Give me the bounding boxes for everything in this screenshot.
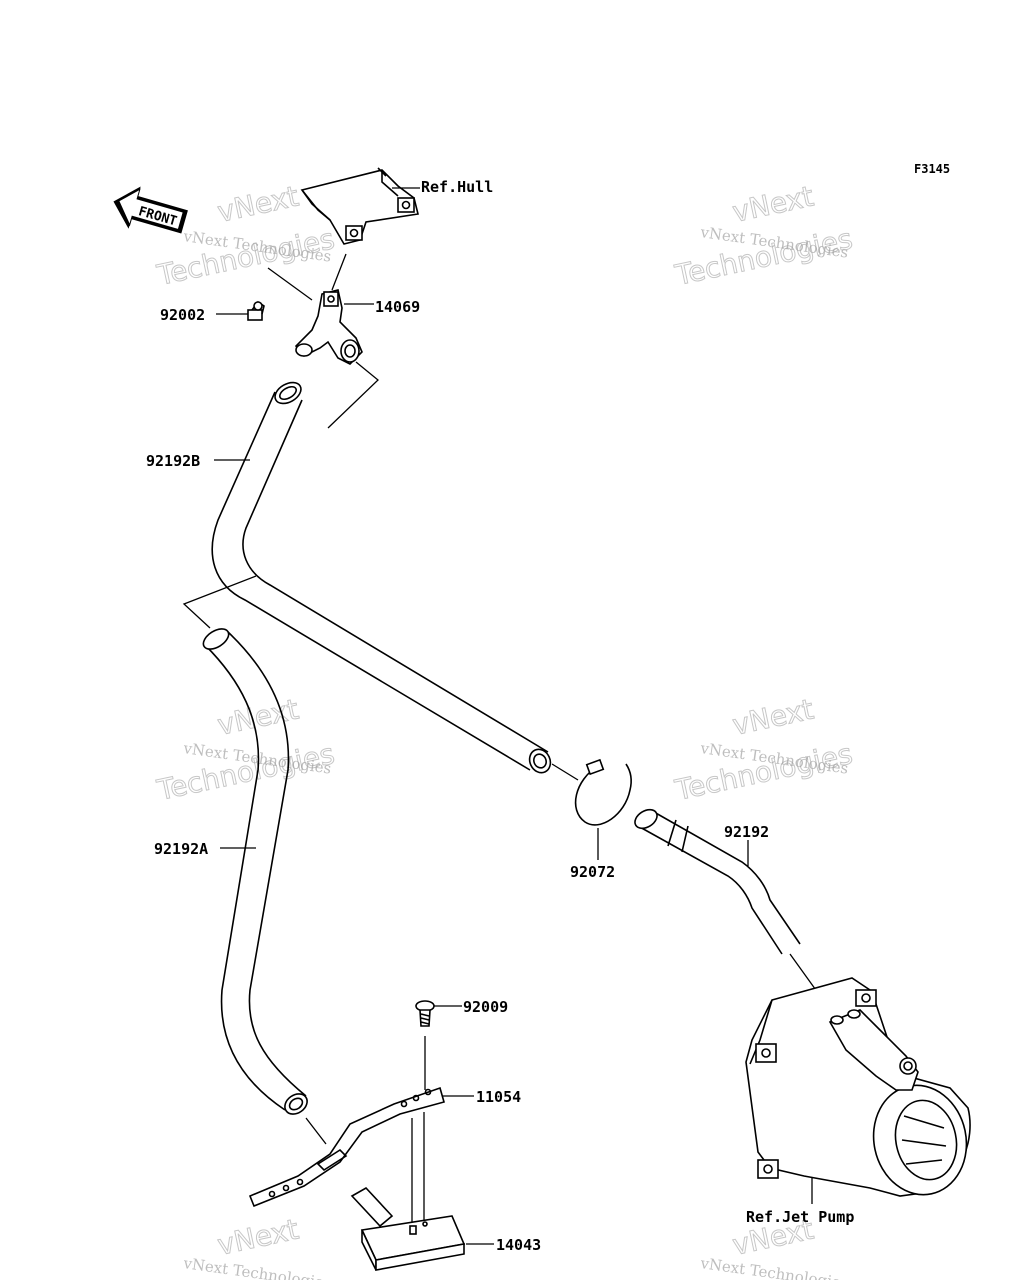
assembly-line-bracket-strainer [411,1112,425,1222]
strainer-14043 [350,1186,466,1271]
label-ref-jet-pump: Ref.Jet Pump [746,1208,854,1226]
hull-bracket [300,167,419,245]
assembly-line-hose-b [327,361,379,429]
assembly-line-clamp [551,763,579,781]
svg-text:vNext: vNext [215,693,302,742]
jet-pump [745,977,971,1197]
assembly-line-strainer [305,1117,327,1145]
watermark-mid-right: vNext Technologies vNext Technologies [671,692,856,807]
bracket-11054 [248,1086,445,1208]
label-14043: 14043 [496,1236,541,1254]
svg-text:vNext: vNext [215,180,302,229]
hose-92192A [202,628,308,1115]
label-11054: 11054 [476,1088,521,1106]
clamp-92072 [574,758,633,826]
front-arrow-icon: FRONT [113,186,188,234]
svg-text:vNext Technologies: vNext Technologies [181,1254,332,1280]
label-92192: 92192 [724,823,769,841]
svg-text:vNext: vNext [730,693,817,742]
figure-id: F3145 [914,162,950,176]
label-92192A: 92192A [154,840,208,858]
hose-92192B [211,381,552,774]
bolt-92002 [247,300,265,321]
label-ref-hull: Ref.Hull [421,178,493,196]
svg-text:vNext: vNext [730,180,817,229]
assembly-line-bracket [331,253,347,291]
hose-92192 [634,808,801,955]
label-92192B: 92192B [146,452,200,470]
watermark-top-right: vNext Technologies vNext Technologies [671,179,856,292]
assembly-line-hose-a [182,575,257,629]
svg-text:vNext Technologies: vNext Technologies [698,1254,849,1280]
label-14069: 14069 [375,298,420,316]
screw-92009 [415,1000,435,1027]
label-92072: 92072 [570,863,615,881]
assembly-line-bolt [267,267,313,301]
label-92009: 92009 [463,998,508,1016]
fitting-14069 [294,289,363,365]
svg-text:vNext: vNext [215,1213,302,1262]
label-92002: 92002 [160,306,205,324]
watermark-bottom-left: vNext Technologies vNext [181,1212,332,1280]
watermark-mid-left: vNext Technologies vNext Technologies [153,692,338,807]
